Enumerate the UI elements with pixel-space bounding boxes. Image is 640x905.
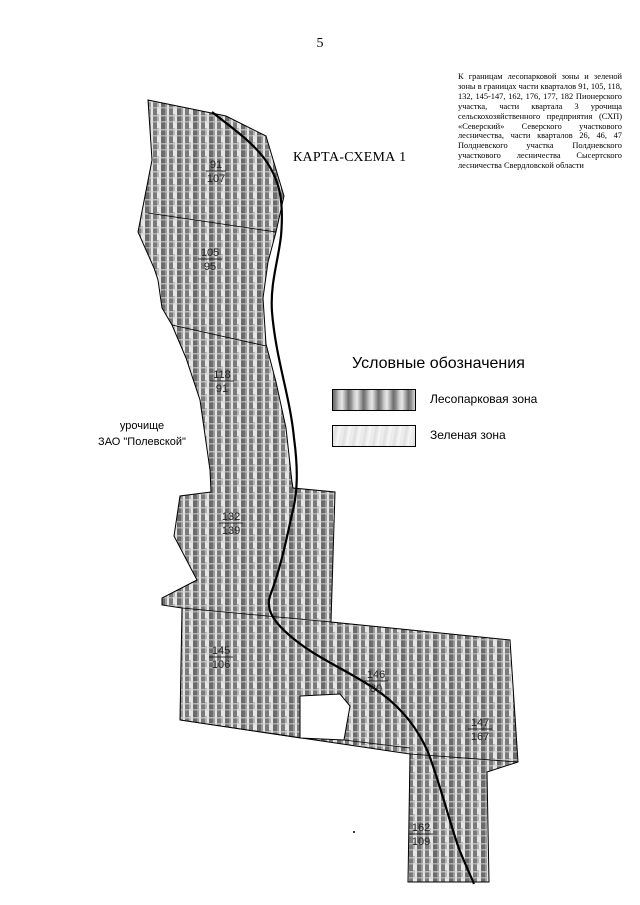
quarter-label: 162 109 [409, 822, 433, 848]
quarter-area: 107 [207, 173, 225, 185]
forest-park-swatch [332, 389, 416, 411]
legend-title: Условные обозначения [352, 355, 525, 372]
page-number: 5 [316, 36, 324, 51]
quarter-number: 91 [210, 159, 222, 171]
tract-label-line2: ЗАО "Полевской" [98, 436, 186, 448]
forest-park-zone [137, 99, 519, 883]
quarter-label: 132 139 [219, 511, 243, 537]
quarter-label: 105 95 [198, 247, 222, 273]
map-title: КАРТА-СХЕМА 1 [293, 150, 407, 165]
quarter-area: 106 [212, 659, 230, 671]
quarter-number: 145 [212, 645, 230, 657]
map-dot [353, 831, 355, 833]
quarter-number: 132 [222, 511, 240, 523]
quarter-area: 139 [222, 525, 240, 537]
quarter-number: 146 [367, 669, 385, 681]
quarter-area: 95 [204, 261, 216, 273]
quarter-label: 147 167 [468, 717, 492, 743]
green-zone-swatch [332, 425, 416, 447]
legend-label: Лесопарковая зона [430, 392, 538, 406]
quarter-label: 118 91 [210, 369, 234, 395]
quarter-number: 162 [412, 822, 430, 834]
quarter-number: 147 [471, 717, 489, 729]
tract-label-line1: урочище [119, 420, 165, 432]
legend-item-forest-park: Лесопарковая зона [332, 389, 572, 415]
tract-label: урочище ЗАО "Полевской" [77, 418, 207, 450]
quarter-label: 146 80 [364, 669, 388, 695]
legend-label: Зеленая зона [430, 428, 506, 442]
quarter-label: 91 107 [206, 159, 226, 185]
quarter-area: 167 [471, 731, 489, 743]
road-line [211, 111, 476, 885]
green-zone-enclave [299, 693, 351, 741]
quarter-area: 80 [370, 683, 382, 695]
quarter-area: 109 [412, 836, 430, 848]
quarter-area: 91 [216, 383, 228, 395]
legend-item-green-zone: Зеленая зона [332, 425, 572, 451]
quarter-label: 145 106 [209, 645, 233, 671]
quarter-number: 118 [213, 369, 231, 381]
quarter-boundaries [147, 212, 519, 763]
map-note: К границам лесопарковой зоны и зеленой з… [458, 72, 622, 171]
quarter-number: 105 [201, 247, 219, 259]
